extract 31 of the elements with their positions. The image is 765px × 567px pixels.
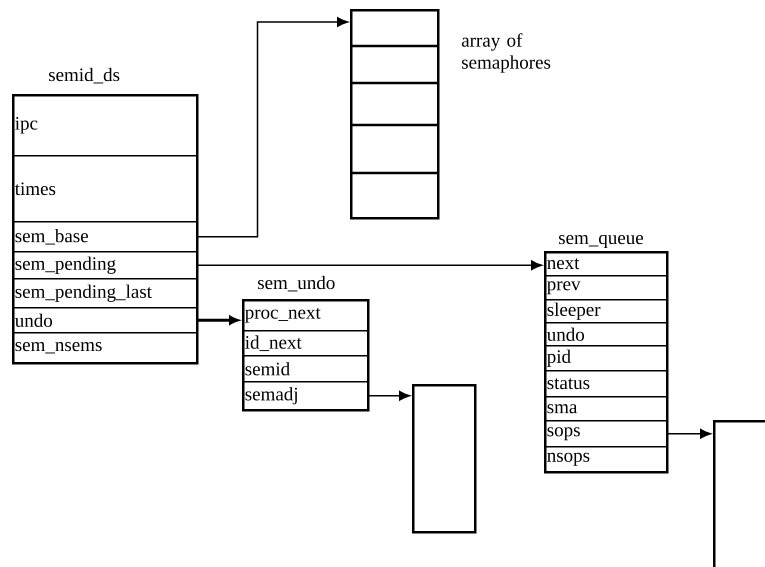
field-cell: undo (544, 322, 668, 346)
field-cell: nsops (544, 446, 668, 472)
field-cell: sem_nsems (12, 332, 198, 364)
field-cell: prev (544, 275, 668, 300)
array-box (350, 9, 440, 220)
node-label: sem_undo (258, 276, 335, 292)
array-label: array of semaphores (462, 33, 550, 73)
arrow (198, 260, 542, 270)
arrow (198, 17, 348, 238)
arrow (668, 428, 711, 439)
field-cell: sleeper (544, 299, 668, 324)
field-cell: semadj (242, 381, 368, 410)
field-cell: sops (544, 420, 668, 448)
node-label: semid_ds (48, 68, 120, 84)
node-label: sem_queue (558, 234, 644, 248)
field-cell: pid (544, 345, 668, 372)
field-cell: status (544, 370, 668, 398)
field-cell: sem_base (12, 221, 198, 252)
field-cell: next (544, 251, 668, 276)
arrow (368, 390, 410, 401)
field-cell: sem_pending (12, 251, 198, 280)
field-cell: times (12, 155, 198, 222)
memory-box (713, 420, 765, 567)
field-cell: undo (12, 307, 198, 334)
field-cell: sma (544, 396, 668, 422)
memory-box (412, 384, 476, 534)
field-cell: id_next (242, 330, 368, 356)
field-cell: proc_next (242, 299, 368, 332)
field-cell: sem_pending_last (12, 278, 198, 308)
field-cell: ipc (12, 94, 198, 156)
field-cell: semid (242, 355, 368, 382)
